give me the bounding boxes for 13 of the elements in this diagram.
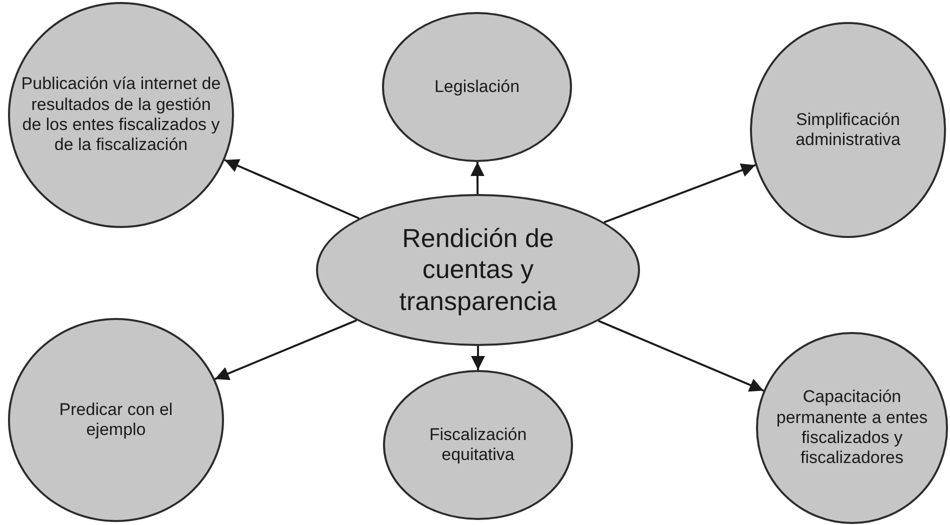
node-text: Predicar con el ejemplo [58, 400, 174, 440]
arrow [471, 346, 485, 370]
node-text: Rendición de cuentas y transparencia [398, 223, 558, 317]
arrow [470, 162, 484, 194]
node-text: Capacitación permanente a entes fiscalizados y fiscalizadores [775, 387, 929, 469]
node-text: Publicación vía internet de resultados de la gestión de los entes fiscalizados y de la fiscalización [21, 74, 221, 156]
arrow [604, 163, 756, 224]
node-text: Legislación [434, 76, 520, 98]
node-text: Simplificación administrativa [794, 110, 902, 150]
arrow [598, 320, 764, 392]
arrow [224, 159, 360, 220]
node-text: Fiscalización equitativa [428, 424, 528, 466]
arrow [214, 319, 357, 380]
